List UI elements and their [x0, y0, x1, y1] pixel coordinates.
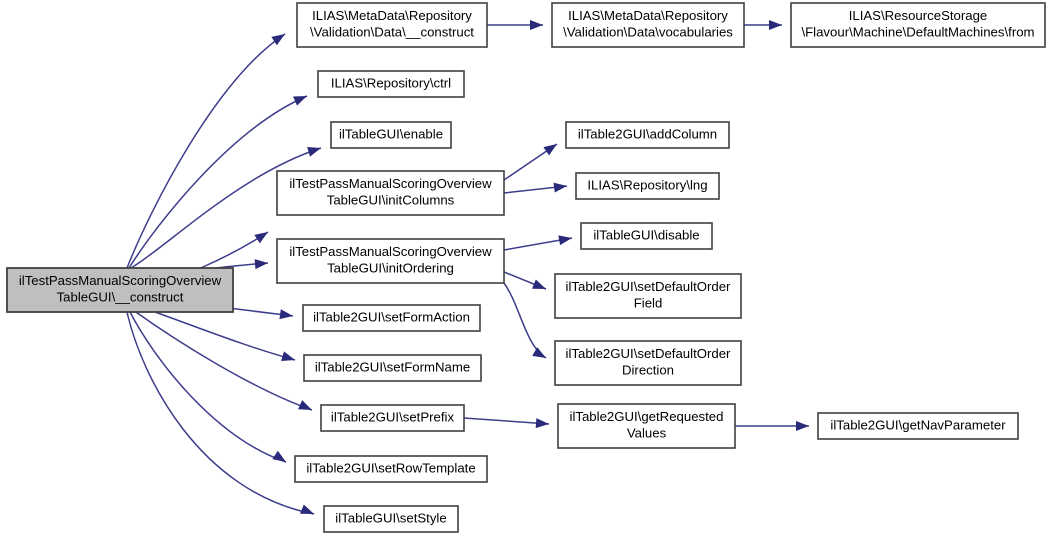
node-box-repo_ctrl[interactable] — [317, 70, 465, 98]
node-box-repo_lng[interactable] — [575, 172, 720, 200]
edge-root-to-set_style — [126, 311, 315, 515]
node-rs_from[interactable]: ILIAS\ResourceStorage \Flavour\Machine\De… — [790, 2, 1046, 48]
node-label-md_vocabularies: ILIAS\MetaData\Repository — [568, 8, 728, 23]
node-label-tablegui_disable: ilTableGUI\disable — [593, 227, 699, 242]
arrowhead-icon — [553, 182, 567, 193]
node-set_form_action[interactable]: ilTable2GUI\setFormAction — [302, 304, 481, 332]
node-box-set_default_order_field[interactable] — [554, 273, 742, 319]
arrowhead-icon — [254, 232, 268, 244]
node-label-rs_from: ILIAS\ResourceStorage — [849, 8, 988, 23]
node-label-root: ilTestPassManualScoringOverview — [19, 273, 222, 288]
node-set_prefix[interactable]: ilTable2GUI\setPrefix — [320, 404, 465, 432]
arrowheads-layer — [254, 20, 809, 514]
arrowhead-icon — [532, 279, 546, 289]
node-set_form_name[interactable]: ilTable2GUI\setFormName — [303, 354, 482, 382]
node-box-root[interactable] — [6, 267, 234, 313]
node-add_column[interactable]: ilTable2GUI\addColumn — [565, 121, 730, 149]
nodes-layer: ilTestPassManualScoringOverviewTableGUI\… — [6, 2, 1046, 533]
node-box-set_default_order_direction[interactable] — [554, 340, 742, 386]
node-label-set_prefix: ilTable2GUI\setPrefix — [331, 409, 455, 424]
node-box-set_style[interactable] — [323, 505, 459, 533]
node-box-set_form_name[interactable] — [303, 354, 482, 382]
node-label-repo_ctrl: ILIAS\Repository\ctrl — [331, 75, 451, 90]
node-label-set_row_template: ilTable2GUI\setRowTemplate — [306, 460, 475, 475]
node-init_columns[interactable]: ilTestPassManualScoringOverviewTableGUI\… — [276, 170, 505, 216]
edge-set_prefix-to-get_requested_values — [463, 417, 550, 425]
node-box-get_requested_values[interactable] — [557, 403, 736, 449]
arrowhead-icon — [281, 351, 295, 361]
arrowhead-icon — [307, 147, 321, 157]
arrowhead-icon — [543, 144, 557, 156]
node-label-root: TableGUI\__construct — [57, 290, 184, 305]
node-label-repo_lng: ILIAS\Repository\lng — [587, 177, 707, 192]
node-repo_ctrl[interactable]: ILIAS\Repository\ctrl — [317, 70, 465, 98]
arrowhead-icon — [272, 450, 286, 462]
arrowhead-icon — [530, 20, 543, 30]
node-root[interactable]: ilTestPassManualScoringOverviewTableGUI\… — [6, 267, 234, 313]
node-label-md_construct: \Validation\Data\__construct — [310, 25, 474, 40]
node-box-set_prefix[interactable] — [320, 404, 465, 432]
arrowhead-icon — [279, 309, 293, 320]
node-label-init_columns: TableGUI\initColumns — [327, 193, 455, 208]
node-label-set_default_order_field: Field — [634, 296, 663, 311]
node-label-md_construct: ILIAS\MetaData\Repository — [312, 8, 472, 23]
node-get_nav_parameter[interactable]: ilTable2GUI\getNavParameter — [817, 412, 1019, 440]
node-label-get_requested_values: Values — [627, 426, 667, 441]
node-label-set_form_name: ilTable2GUI\setFormName — [315, 359, 470, 374]
node-label-set_default_order_field: ilTable2GUI\setDefaultOrder — [566, 279, 732, 294]
node-label-init_ordering: TableGUI\initOrdering — [327, 261, 454, 276]
node-init_ordering[interactable]: ilTestPassManualScoringOverviewTableGUI\… — [276, 238, 505, 284]
node-box-set_form_action[interactable] — [302, 304, 481, 332]
node-box-md_construct[interactable] — [296, 2, 488, 48]
arrowhead-icon — [254, 259, 268, 270]
arrowhead-icon — [558, 235, 572, 246]
edge-root-to-set_prefix — [132, 309, 313, 411]
node-box-rs_from[interactable] — [790, 2, 1046, 48]
node-tablegui_disable[interactable]: ilTableGUI\disable — [580, 222, 713, 250]
node-label-rs_from: \Flavour\Machine\DefaultMachines\from — [801, 25, 1034, 40]
edge-root-to-set_row_template — [129, 311, 287, 463]
node-label-get_nav_parameter: ilTable2GUI\getNavParameter — [830, 417, 1006, 432]
edge-root-to-tablegui_enable — [130, 147, 322, 269]
arrowhead-icon — [298, 400, 312, 410]
node-tablegui_enable[interactable]: ilTableGUI\enable — [330, 121, 452, 149]
node-label-tablegui_enable: ilTableGUI\enable — [339, 126, 443, 141]
edge-root-to-repo_ctrl — [128, 95, 308, 269]
node-box-init_columns[interactable] — [276, 170, 505, 216]
edge-root-to-md_construct — [126, 33, 286, 269]
node-box-md_vocabularies[interactable] — [551, 2, 745, 48]
arrowhead-icon — [535, 418, 549, 429]
node-label-init_ordering: ilTestPassManualScoringOverview — [289, 244, 492, 259]
node-box-init_ordering[interactable] — [276, 238, 505, 284]
arrowhead-icon — [300, 504, 314, 514]
node-label-get_requested_values: ilTable2GUI\getRequested — [570, 409, 724, 424]
node-box-add_column[interactable] — [565, 121, 730, 149]
node-label-set_default_order_direction: ilTable2GUI\setDefaultOrder — [566, 346, 732, 361]
node-box-set_row_template[interactable] — [294, 455, 488, 483]
node-label-set_form_action: ilTable2GUI\setFormAction — [313, 309, 470, 324]
node-set_style[interactable]: ilTableGUI\setStyle — [323, 505, 459, 533]
arrowhead-icon — [769, 20, 782, 30]
node-label-md_vocabularies: \Validation\Data\vocabularies — [563, 25, 733, 40]
node-label-set_default_order_direction: Direction — [622, 363, 674, 378]
arrowhead-icon — [293, 96, 307, 106]
node-box-tablegui_enable[interactable] — [330, 121, 452, 149]
arrowhead-icon — [532, 347, 546, 358]
node-repo_lng[interactable]: ILIAS\Repository\lng — [575, 172, 720, 200]
node-md_vocabularies[interactable]: ILIAS\MetaData\Repository \Validation\Dat… — [551, 2, 745, 48]
node-label-add_column: ilTable2GUI\addColumn — [578, 126, 717, 141]
node-box-tablegui_disable[interactable] — [580, 222, 713, 250]
node-label-init_columns: ilTestPassManualScoringOverview — [289, 176, 492, 191]
node-label-set_style: ilTableGUI\setStyle — [335, 510, 446, 525]
arrowhead-icon — [271, 34, 285, 46]
edge-init_ordering-to-set_default_order_direction — [503, 282, 547, 359]
arrowhead-icon — [796, 421, 809, 431]
node-md_construct[interactable]: ILIAS\MetaData\Repository \Validation\Dat… — [296, 2, 488, 48]
node-box-get_nav_parameter[interactable] — [817, 412, 1019, 440]
node-set_row_template[interactable]: ilTable2GUI\setRowTemplate — [294, 455, 488, 483]
